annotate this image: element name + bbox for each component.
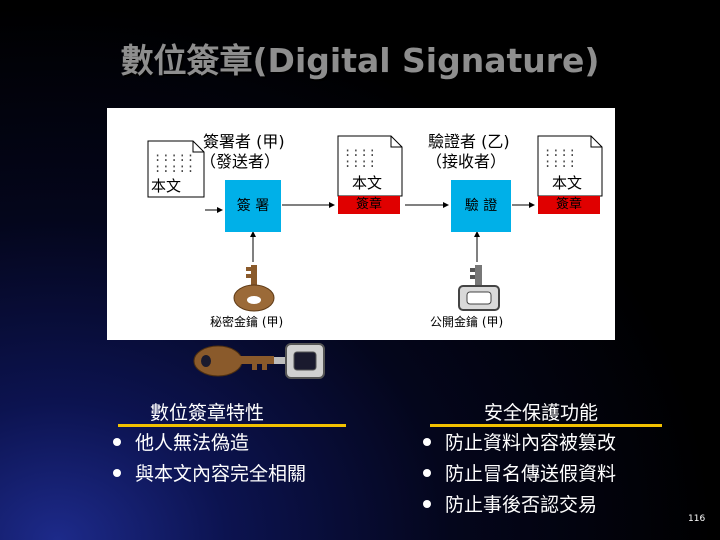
security-text: 防止事後否認交易 (445, 494, 598, 516)
verified-doc-signature: 簽章 (538, 196, 600, 214)
bullet-icon (423, 437, 431, 446)
key-pair-icon (193, 343, 325, 379)
feature-text: 與本文內容完全相關 (135, 463, 307, 485)
list-item: 防止資料內容被篡改 (423, 428, 616, 455)
verifier-role: 驗證者 (乙) (428, 132, 510, 151)
bullet-icon (423, 468, 431, 477)
feature-text: 他人無法偽造 (135, 432, 250, 454)
signed-doc-label: 本文 (352, 174, 383, 192)
document-icon (337, 135, 403, 197)
bullet-icon (113, 437, 121, 446)
page-number: 116 (688, 514, 706, 524)
list-item: 防止冒名傳送假資料 (423, 459, 616, 486)
signed-doc-signature: 簽章 (338, 196, 400, 214)
signer-role: 簽署者 (甲) (203, 132, 285, 151)
signed-document: :::::::: 本文 (337, 135, 403, 197)
document-icon (537, 135, 603, 197)
bullet-icon (423, 499, 431, 508)
verified-doc-label: 本文 (552, 174, 583, 192)
public-key-label: 公開金鑰 (甲) (430, 315, 504, 329)
verify-process-box: 驗 證 (451, 180, 511, 232)
signer-document: :::::::::: 本文 (147, 140, 205, 198)
security-underline (430, 424, 662, 427)
security-text: 防止資料內容被篡改 (445, 432, 617, 454)
list-item: 與本文內容完全相關 (113, 459, 306, 486)
security-title: 安全保護功能 (484, 402, 599, 424)
list-item: 防止事後否認交易 (423, 490, 597, 517)
sign-process-box: 簽 署 (225, 180, 281, 232)
security-text: 防止冒名傳送假資料 (445, 463, 617, 485)
features-underline (118, 424, 346, 427)
features-title: 數位簽章特性 (150, 402, 265, 424)
list-item: 他人無法偽造 (113, 428, 249, 455)
private-key-label: 秘密金鑰 (甲) (210, 315, 284, 329)
slide-title: 數位簽章(Digital Signature) (120, 41, 600, 80)
signer-doc-label: 本文 (151, 177, 182, 195)
private-key-icon (233, 265, 275, 312)
bullet-icon (113, 468, 121, 477)
document-icon (147, 140, 205, 198)
verified-document: :::::::: 本文 (537, 135, 603, 197)
verifier-role-sub: （接收者） (426, 152, 507, 171)
public-key-icon (458, 265, 500, 311)
signer-role-sub: （發送者） (200, 152, 281, 171)
